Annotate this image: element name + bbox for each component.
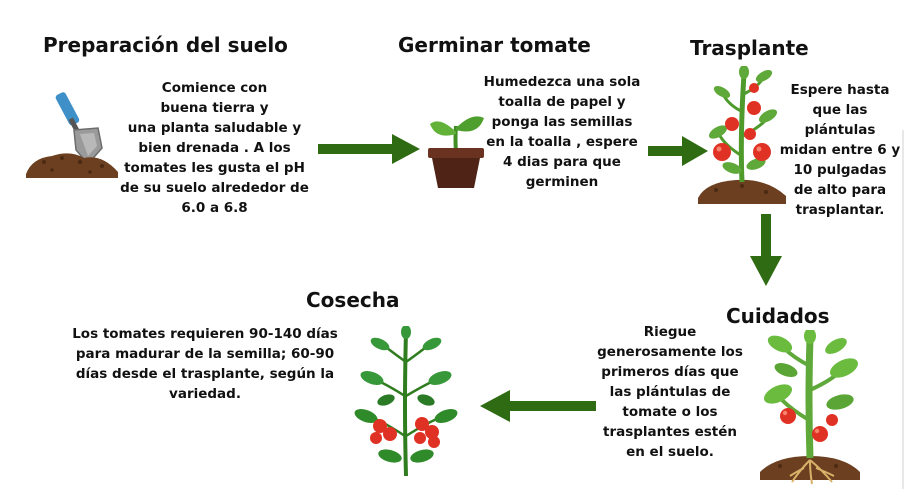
tomato-bush-icon xyxy=(354,326,458,477)
step-transplant-line: plántulas xyxy=(804,122,876,138)
step-harvest-title: Cosecha xyxy=(306,288,400,312)
step-care-title: Cuidados xyxy=(726,304,830,328)
step-care-line: primeros días que xyxy=(601,364,739,380)
step-transplant-description: Espere hasta que las plántulas midan ent… xyxy=(776,80,904,220)
arrow-right-icon xyxy=(318,134,420,164)
step-transplant-line: midan entre 6 y xyxy=(779,142,901,158)
step-germinate-line: 4 dias para que xyxy=(503,154,621,170)
arrow-right-icon xyxy=(648,136,708,166)
step-germinate-line: Humedezca una sola xyxy=(483,74,641,90)
step-harvest-line: días desde el trasplante, según la xyxy=(75,366,335,382)
step-care-line: tomate o los xyxy=(622,404,718,420)
arrow-left-icon xyxy=(480,390,596,422)
step-transplant-line: Espere hasta xyxy=(790,82,890,98)
step-care-line: trasplantes estén xyxy=(602,424,738,440)
step-germinate-description: Humedezca una sola toalla de papel y pon… xyxy=(472,72,652,192)
right-edge-line xyxy=(902,130,904,489)
step-soil-line: Comience con xyxy=(161,80,268,96)
step-harvest-line: variedad. xyxy=(169,386,241,402)
arrow-down-icon xyxy=(750,214,782,286)
step-transplant-title: Trasplante xyxy=(690,36,809,60)
step-germinate-title: Germinar tomate xyxy=(398,33,591,57)
step-germinate-line: toalla de papel y xyxy=(498,94,626,110)
step-care-line: Riegue xyxy=(643,324,697,340)
step-soil-title: Preparación del suelo xyxy=(43,33,288,57)
step-care-line: las plántulas de xyxy=(609,384,731,400)
step-transplant-line: que las xyxy=(812,102,868,118)
step-germinate-line: germinen xyxy=(525,174,599,190)
shovel-soil-icon xyxy=(26,92,118,178)
step-soil-line: una planta saludable y xyxy=(127,120,302,136)
step-transplant-line: 10 pulgadas xyxy=(793,162,887,178)
seedling-pot-icon xyxy=(428,116,484,188)
step-transplant-line: de alto para xyxy=(793,182,887,198)
step-soil-line: tomates les gusta el pH xyxy=(124,160,305,176)
step-harvest-description: Los tomates requieren 90-140 días para m… xyxy=(60,324,350,404)
step-soil-description: Comience con buena tierra y una planta s… xyxy=(112,78,317,218)
step-care-line: generosamente los xyxy=(597,344,743,360)
step-transplant-line: trasplantar. xyxy=(795,202,885,218)
step-soil-line: bien drenada . A los xyxy=(138,140,291,156)
step-care-line: en el suelo. xyxy=(626,444,714,460)
tomato-plant-roots-icon xyxy=(760,330,860,485)
step-harvest-line: Los tomates requieren 90-140 días xyxy=(72,326,338,342)
step-soil-line: de su suelo alrededor de xyxy=(120,180,309,196)
step-germinate-line: en la toalla , espere xyxy=(486,134,638,150)
step-harvest-line: para madurar de la semilla; 60-90 xyxy=(75,346,335,362)
step-soil-line: buena tierra y xyxy=(160,100,269,116)
step-care-description: Riegue generosamente los primeros días q… xyxy=(582,322,758,462)
step-germinate-line: ponga las semillas xyxy=(491,114,633,130)
step-soil-line: 6.0 a 6.8 xyxy=(181,200,248,216)
tomato-plant-icon xyxy=(698,66,786,204)
